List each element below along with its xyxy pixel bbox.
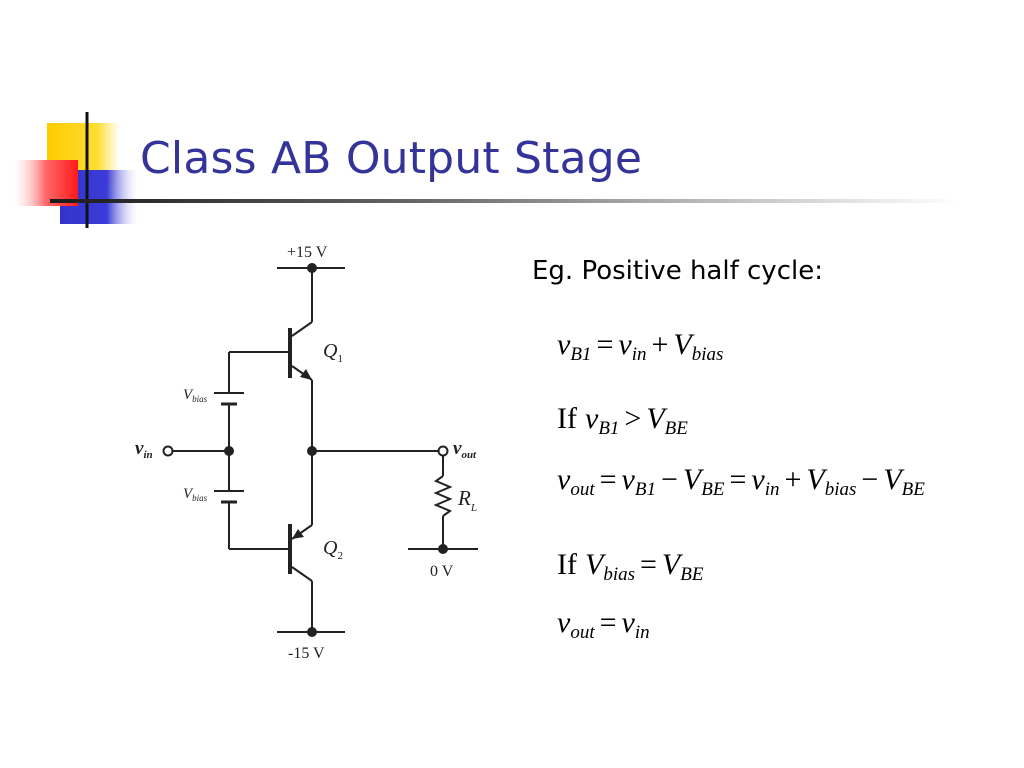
q1-collector xyxy=(291,321,313,337)
input-terminal xyxy=(162,445,174,457)
title-rule xyxy=(50,199,960,203)
vout-label: vout xyxy=(453,438,477,461)
positive-supply-node xyxy=(307,263,317,273)
example-intro: Eg. Positive half cycle: xyxy=(532,256,823,286)
vin-label: vin xyxy=(135,438,153,461)
q1-emitter-arrow xyxy=(300,369,312,380)
q2-collector xyxy=(291,566,313,582)
equation-vout-expanded: vout=vB1−VBE=vin+Vbias−VBE xyxy=(557,463,925,500)
q2-label: Q2 xyxy=(323,537,343,562)
slide-title: Class AB Output Stage xyxy=(140,133,643,184)
red-square xyxy=(14,160,78,206)
output-node xyxy=(307,446,317,456)
q1-label: Q1 xyxy=(323,340,343,365)
vbias2-label: Vbias xyxy=(183,486,208,503)
vbias1-label: Vbias xyxy=(183,387,208,404)
equation-vb1: vB1=vin+Vbias xyxy=(557,328,724,365)
bias-node xyxy=(224,446,234,456)
load-resistor xyxy=(433,475,453,517)
output-terminal xyxy=(437,445,449,457)
supply-pos-label: +15 V xyxy=(287,244,328,261)
q2-emitter-arrow xyxy=(292,529,304,539)
equation-vout-eq-vin: vout=vin xyxy=(557,606,650,643)
ground-node xyxy=(438,544,448,554)
rl-label: RL xyxy=(457,486,477,514)
negative-supply-node xyxy=(307,627,317,637)
supply-neg-label: -15 V xyxy=(288,645,325,662)
title-decoration xyxy=(14,112,138,228)
ground-label: 0 V xyxy=(430,563,454,580)
class-ab-circuit-diagram: +15 V -15 V 0 V Q1 Q2 Vbias Vbias vin vo… xyxy=(135,244,478,662)
